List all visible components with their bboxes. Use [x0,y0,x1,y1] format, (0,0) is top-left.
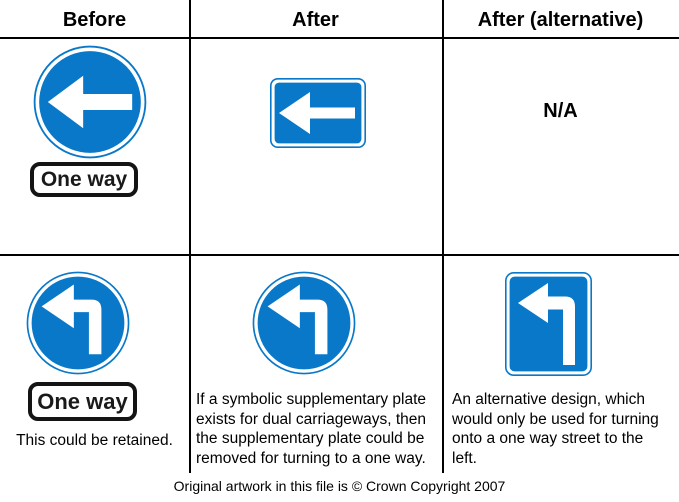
turn-left-circle-sign-icon [33,45,147,159]
copyright-caption: Original artwork in this file is © Crown… [173,478,506,494]
header-divider [0,37,679,39]
column-divider-1 [189,0,191,473]
one-way-plate-label: One way [40,167,128,191]
after-note: If a symbolic supplementary plate exists… [196,391,427,467]
column-header-after: After [292,9,339,31]
one-way-plate: One way [28,382,137,421]
one-way-plate: One way [30,162,138,197]
one-way-plate-label: One way [37,388,128,414]
not-applicable-label: N/A [543,100,578,122]
turn-left-ahead-circle-sign-icon [252,271,356,375]
row-divider [0,254,679,256]
column-divider-2 [442,0,444,473]
before-note: This could be retained. [16,432,173,449]
turn-left-ahead-circle-sign-icon [26,271,130,375]
column-header-before: Before [62,9,127,31]
after-alternative-note: An alternative design, which would only … [452,391,659,467]
turn-left-rounded-square-sign-icon [505,272,592,376]
one-way-rectangle-sign-icon [270,78,366,148]
column-header-after-alternative: After (alternative) [477,9,644,31]
